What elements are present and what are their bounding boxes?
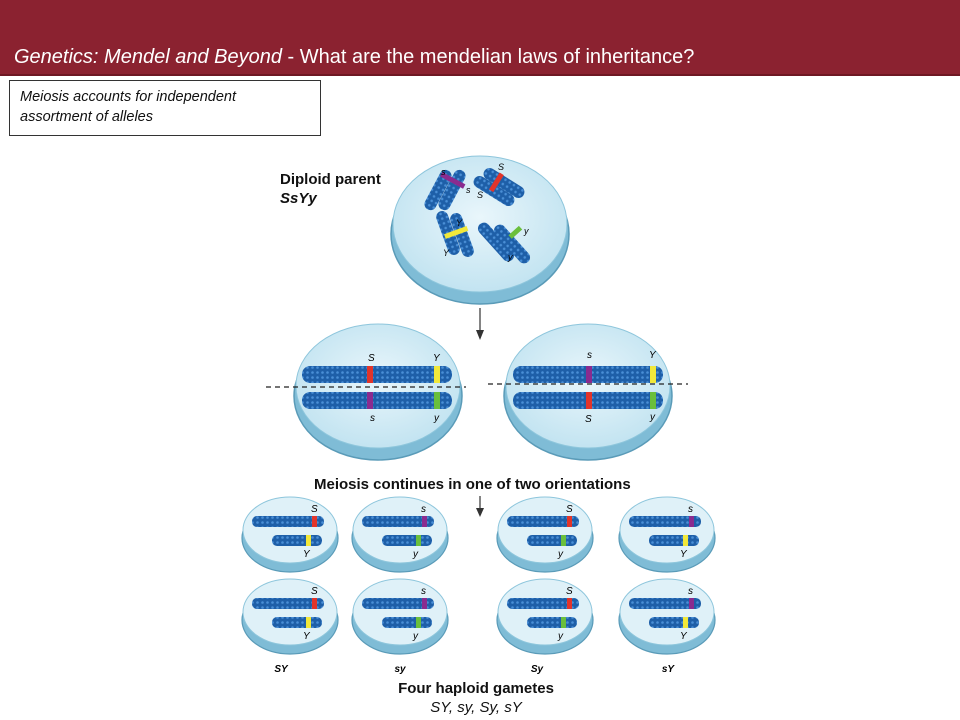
parent-allele-S1: S (498, 162, 504, 172)
arrow-down-icon (476, 308, 484, 340)
callout-line-2: assortment of alleles (20, 109, 153, 125)
parent-chromosome-s-pair (424, 169, 466, 211)
gamete-allele-label: Y (303, 631, 311, 642)
metaphase-cell-left (293, 323, 463, 461)
title-topic: Genetics: Mendel and Beyond (14, 46, 282, 68)
gamete-cell: SY (241, 496, 339, 573)
gamete-allele-label: S (311, 586, 318, 597)
gamete-allele-label: S (311, 504, 318, 515)
parent-genotype: SsYy (280, 190, 317, 207)
slide-title: Genetics: Mendel and Beyond - What are t… (14, 46, 694, 69)
right-meta-bot-s: S (585, 414, 592, 425)
gamete-cell: Sy (496, 578, 594, 655)
gamete-allele-label: s (421, 586, 426, 597)
title-separator: - (281, 46, 300, 68)
parent-chromosome-S-pair (473, 167, 525, 207)
parent-chromosome-Y-pair (436, 211, 474, 257)
right-meta-bot-y: y (649, 412, 656, 423)
gamete-allele-label: s (688, 586, 693, 597)
slide-header: Genetics: Mendel and Beyond - What are t… (0, 0, 960, 76)
parent-allele-s1: s (441, 167, 446, 177)
gamete-cell: sy (351, 578, 449, 655)
right-meta-top-s: s (587, 350, 592, 361)
gamete-allele-label: s (421, 504, 426, 515)
gamete-cell: sy (351, 496, 449, 573)
final-list: SY, sy, Sy, sY (430, 699, 522, 716)
title-question: What are the mendelian laws of inheritan… (299, 46, 695, 68)
final-title: Four haploid gametes (398, 680, 554, 697)
gamete-allele-label: S (566, 586, 573, 597)
arrow-down-icon (476, 496, 484, 517)
parent-allele-S2: S (477, 190, 483, 200)
parent-title: Diploid parent (280, 171, 381, 188)
callout-box: Meiosis accounts for independent assortm… (9, 80, 321, 136)
gamete-allele-label: s (688, 504, 693, 515)
gamete-allele-label: y (557, 631, 564, 642)
parent-allele-Y2: Y (443, 248, 450, 258)
left-meta-bot-y: y (433, 413, 440, 424)
gamete-allele-label: Y (303, 549, 311, 560)
gamete-allele-label: y (412, 631, 419, 642)
left-meta-bot-s: s (370, 413, 375, 424)
parent-chromosome-y-pair (477, 222, 531, 264)
gamete-cell: SY (241, 578, 339, 655)
gamete-cell: sY (618, 496, 716, 573)
gamete-type-3: Sy (531, 664, 544, 675)
callout-line-1: Meiosis accounts for independent (20, 89, 237, 105)
gamete-allele-label: y (557, 549, 564, 560)
parent-allele-s2: s (466, 185, 471, 195)
gamete-allele-label: Y (680, 631, 688, 642)
left-meta-top-s: S (368, 353, 375, 364)
gamete-cell: Sy (496, 496, 594, 573)
parent-allele-Y1: Y (456, 218, 463, 228)
gamete-allele-label: Y (680, 549, 688, 560)
parent-allele-y2: y (507, 252, 513, 262)
left-meta-top-y: Y (433, 353, 441, 364)
right-meta-top-y: Y (649, 350, 657, 361)
gamete-type-4: sY (662, 664, 676, 675)
gamete-type-2: sy (394, 664, 406, 675)
parent-allele-y1: y (523, 226, 529, 236)
gamete-allele-label: S (566, 504, 573, 515)
metaphase-cell-right (503, 323, 673, 461)
gamete-type-1: SY (274, 664, 289, 675)
continues-caption: Meiosis continues in one of two orientat… (314, 476, 631, 493)
gamete-allele-label: y (412, 549, 419, 560)
gamete-cell: sY (618, 578, 716, 655)
